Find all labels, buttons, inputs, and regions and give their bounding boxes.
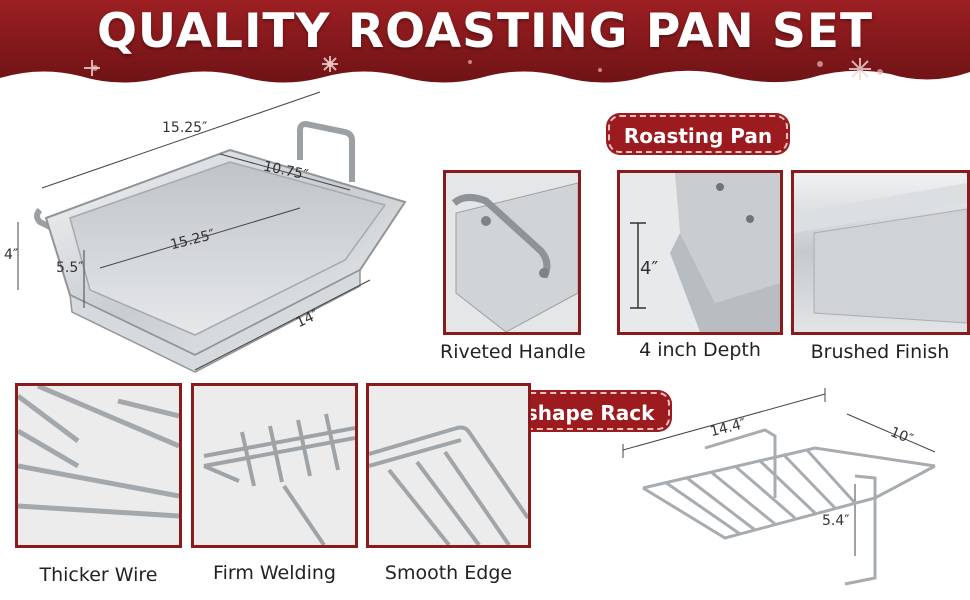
depth-image — [620, 173, 780, 332]
brushed-finish-panel — [791, 170, 970, 335]
firm-welding-panel — [191, 383, 358, 548]
caption-depth: 4 inch Depth — [639, 339, 761, 361]
thicker-wire-image — [18, 386, 179, 545]
rack-height: 5.4″ — [822, 513, 850, 529]
dimension-depth: 4″ — [4, 247, 19, 263]
firm-welding-image — [194, 386, 355, 545]
snowflake-icon — [84, 56, 871, 80]
depth-label: 4″ — [640, 258, 659, 279]
dimension-top-length: 15.25″ — [162, 120, 208, 136]
caption-brushed-finish: Brushed Finish — [810, 341, 950, 363]
roasting-pan-label: Roasting Pan — [608, 115, 788, 153]
smooth-edge-image — [369, 386, 528, 545]
caption-firm-welding: Firm Welding — [213, 562, 336, 584]
depth-panel — [617, 170, 783, 335]
caption-thicker-wire: Thicker Wire — [39, 564, 158, 586]
riveted-handle-panel — [443, 170, 581, 335]
header-banner: QUALITY ROASTING PAN SET — [0, 0, 970, 92]
smooth-edge-panel — [366, 383, 531, 548]
caption-smooth-edge: Smooth Edge — [384, 562, 513, 584]
roasting-pan-image — [17, 91, 407, 373]
v-shape-rack-image — [622, 388, 936, 586]
dimension-handle-height: 5.5″ — [56, 260, 84, 276]
caption-riveted-handle: Riveted Handle — [440, 341, 586, 363]
thicker-wire-panel — [15, 383, 182, 548]
brushed-finish-image — [794, 173, 967, 332]
riveted-handle-image — [446, 173, 578, 332]
banner-background — [0, 0, 970, 83]
page-title: QUALITY ROASTING PAN SET — [96, 4, 874, 59]
